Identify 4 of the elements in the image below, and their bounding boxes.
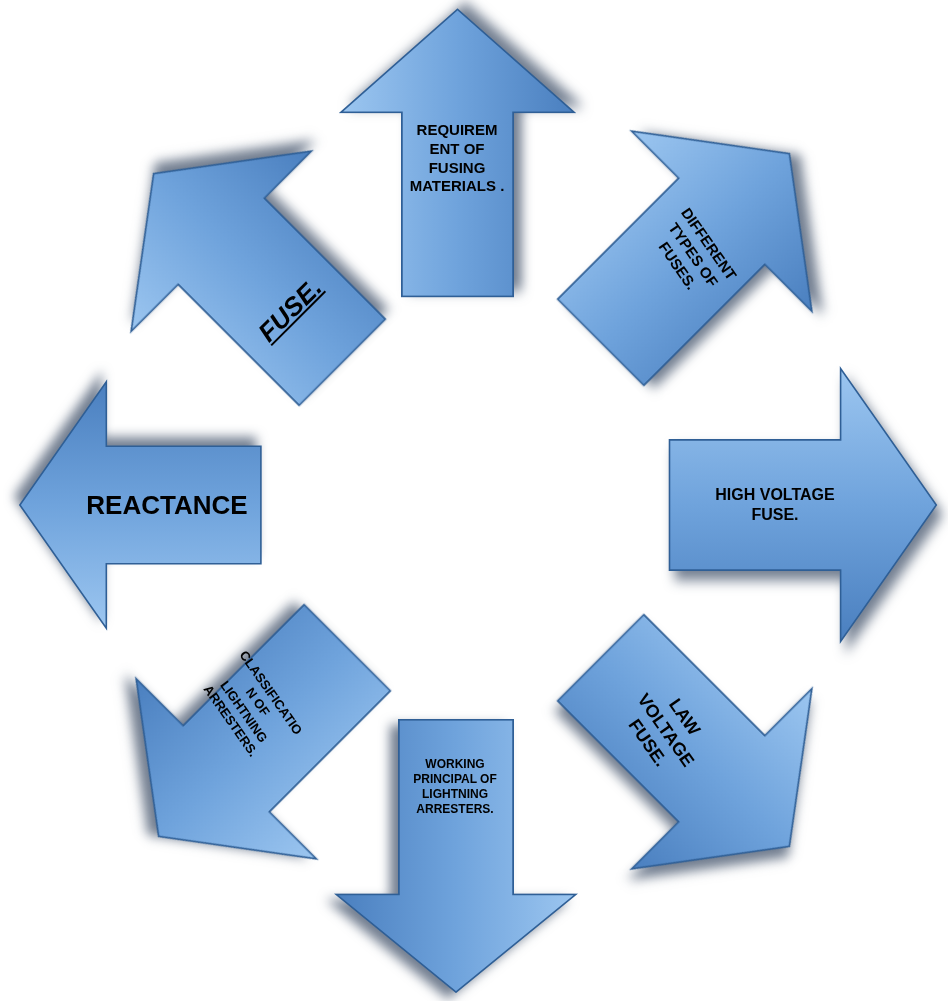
arrow-label: REACTANCE [85,488,249,522]
arrow-label: WORKING PRINCIPAL OF LIGHTNING ARRESTERS. [412,757,498,817]
arrow-label: HIGH VOLTAGE FUSE. [714,485,836,525]
arrow-label: REQUIREM ENT OF FUSING MATERIALS . [409,120,505,196]
